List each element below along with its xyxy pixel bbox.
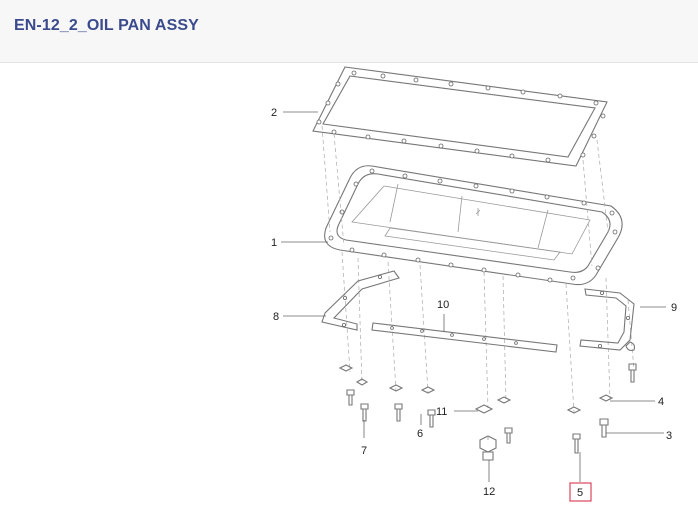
bracket-right-part[interactable] [579, 288, 636, 352]
oil-pan-part[interactable] [324, 165, 623, 286]
gasket-part[interactable] [312, 66, 608, 167]
callout-6[interactable]: 6 [417, 428, 423, 440]
callout-1[interactable]: 1 [271, 237, 277, 249]
alignment-lines [321, 125, 635, 413]
callout-7[interactable]: 7 [361, 445, 367, 457]
baffle-bar-part[interactable] [371, 322, 558, 353]
callout-2[interactable]: 2 [271, 107, 277, 119]
callout-9[interactable]: 9 [671, 302, 677, 314]
leader-lines [281, 111, 666, 482]
page-header: EN-12_2_OIL PAN ASSY [0, 0, 698, 63]
callout-10[interactable]: 10 [437, 299, 449, 311]
callout-8[interactable]: 8 [273, 311, 279, 323]
callout-labels: 2 1 8 10 9 4 3 11 6 7 12 5 [271, 107, 677, 502]
oil-pan-exploded-diagram: 2 1 8 10 9 4 3 11 6 7 12 5 [271, 66, 677, 502]
callout-11[interactable]: 11 [436, 406, 447, 418]
callout-12[interactable]: 12 [483, 486, 495, 498]
drain-plug-part[interactable] [479, 435, 497, 461]
bolts[interactable] [346, 363, 637, 454]
bracket-left-part[interactable] [321, 270, 400, 331]
page-title: EN-12_2_OIL PAN ASSY [14, 17, 199, 34]
callout-4[interactable]: 4 [658, 396, 664, 408]
washers[interactable] [338, 364, 614, 414]
callout-5-highlight-box [569, 482, 592, 502]
callout-3[interactable]: 3 [666, 430, 672, 442]
callout-5[interactable]: 5 [577, 487, 583, 499]
